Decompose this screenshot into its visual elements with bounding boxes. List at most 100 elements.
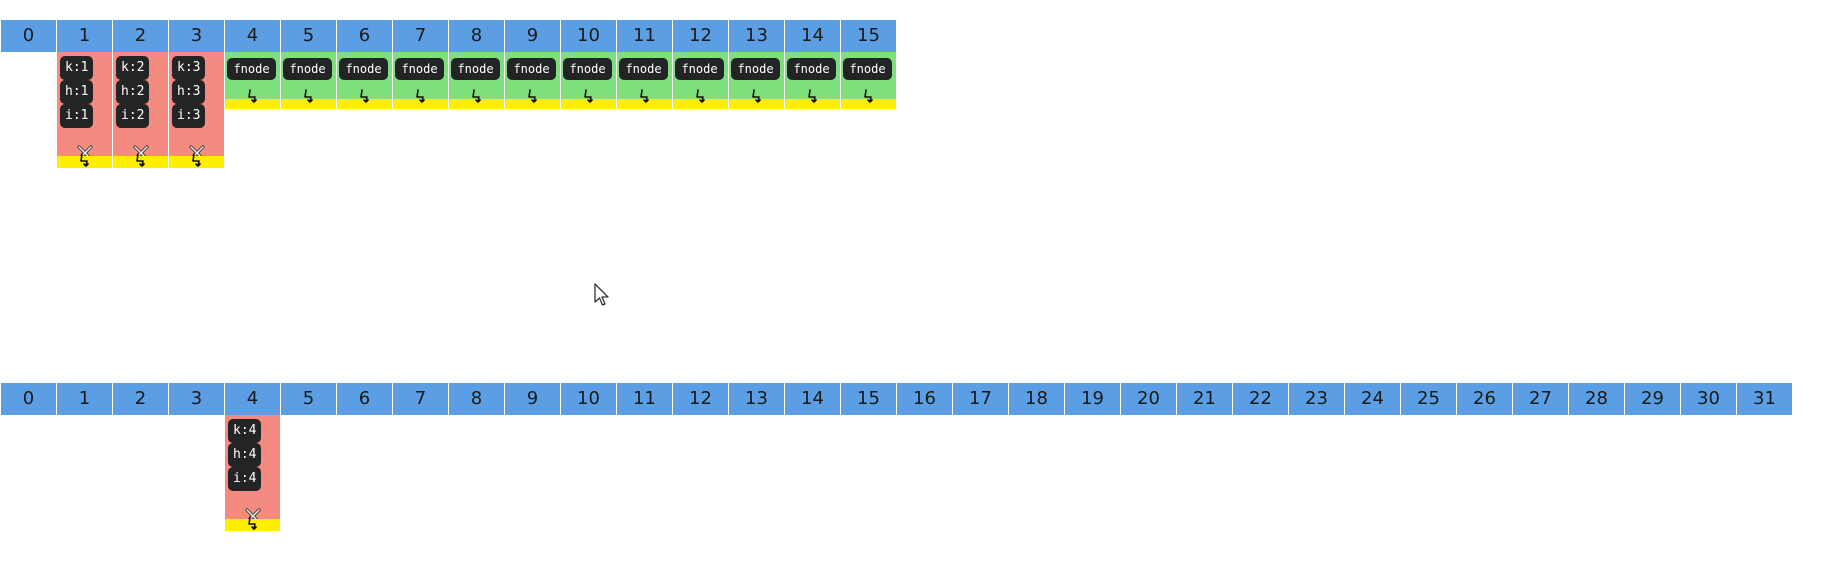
index-cell: 15 (841, 383, 896, 415)
hash-chip: h:3 (172, 80, 206, 104)
index-cell: 21 (1177, 383, 1232, 415)
index-cell: 6 (337, 383, 392, 415)
index-cell: 19 (1065, 383, 1120, 415)
forwarding-node-bucket: fnode (505, 52, 560, 109)
index-cell: 27 (1513, 383, 1568, 415)
bolt-icon (136, 153, 145, 167)
index-cell: 14 (785, 20, 840, 52)
index-cell: 11 (617, 20, 672, 52)
bucket-footer (113, 156, 168, 168)
hash-chip: h:4 (228, 443, 262, 467)
index-cell: 2 (113, 20, 168, 52)
bolt-icon (416, 89, 425, 103)
forwarding-node-bucket: fnode (841, 52, 896, 109)
index-cell: 14 (785, 383, 840, 415)
bucket-footer (785, 99, 840, 109)
index-cell: 1 (57, 383, 112, 415)
fnode-chip: fnode (283, 58, 332, 80)
index-cell: 10 (561, 383, 616, 415)
bucket-footer (393, 99, 448, 109)
fnode-chip: fnode (395, 58, 444, 80)
index-cell: 10 (561, 20, 616, 52)
fnode-chip: fnode (843, 58, 892, 80)
bolt-icon (360, 89, 369, 103)
index-cell: 4 (225, 20, 280, 52)
hash-chip: h:2 (116, 80, 150, 104)
index-cell: 25 (1401, 383, 1456, 415)
bolt-icon (808, 89, 817, 103)
forwarding-node-bucket: fnode (393, 52, 448, 109)
bolt-icon (584, 89, 593, 103)
index-cell: 4 (225, 383, 280, 415)
fnode-chip: fnode (563, 58, 612, 80)
fnode-chip: fnode (451, 58, 500, 80)
fnode-chip: fnode (507, 58, 556, 80)
index-cell: 12 (673, 20, 728, 52)
index-cell: 13 (729, 20, 784, 52)
bolt-icon (248, 89, 257, 103)
key-chip: k:1 (60, 56, 94, 80)
key-chip: k:3 (172, 56, 206, 80)
index-cell: 28 (1569, 383, 1624, 415)
forwarding-node-bucket: fnode (673, 52, 728, 109)
index-cell: 3 (169, 20, 224, 52)
fnode-chip: fnode (731, 58, 780, 80)
bucket-footer (841, 99, 896, 109)
index-cell: 15 (841, 20, 896, 52)
bucket-footer (225, 99, 280, 109)
index-cell: 9 (505, 383, 560, 415)
index-cell: 5 (281, 20, 336, 52)
bucket-footer (225, 519, 280, 531)
index-cell: 5 (281, 383, 336, 415)
index-cell: 8 (449, 20, 504, 52)
forwarding-node-bucket: fnode (225, 52, 280, 109)
index-cell: 17 (953, 383, 1008, 415)
fnode-chip: fnode (787, 58, 836, 80)
bolt-icon (248, 516, 257, 530)
index-cell: 7 (393, 383, 448, 415)
bolt-icon (304, 89, 313, 103)
index-cell: 20 (1121, 383, 1176, 415)
bucket-footer (617, 99, 672, 109)
mouse-cursor-icon (594, 283, 609, 306)
index-cell: 31 (1737, 383, 1792, 415)
fnode-chip: fnode (675, 58, 724, 80)
forwarding-node-bucket: fnode (617, 52, 672, 109)
index-cell: 2 (113, 383, 168, 415)
key-chip: k:4 (228, 419, 262, 443)
index-cell: 12 (673, 383, 728, 415)
index-cell: 23 (1289, 383, 1344, 415)
index-cell: 3 (169, 383, 224, 415)
key-chip: k:2 (116, 56, 150, 80)
index-cell: 11 (617, 383, 672, 415)
index-cell: 9 (505, 20, 560, 52)
bolt-icon (80, 153, 89, 167)
forwarding-node-bucket: fnode (561, 52, 616, 109)
bucket-footer (449, 99, 504, 109)
index-cell: 22 (1233, 383, 1288, 415)
bolt-icon (864, 89, 873, 103)
bucket-footer (57, 156, 112, 168)
item-chip: i:1 (60, 104, 94, 128)
forwarding-node-bucket: fnode (449, 52, 504, 109)
bucket-footer (673, 99, 728, 109)
bolt-icon (752, 89, 761, 103)
forwarding-node-bucket: fnode (785, 52, 840, 109)
forwarding-node-bucket: fnode (337, 52, 392, 109)
bolt-icon (696, 89, 705, 103)
item-chip: i:3 (172, 104, 206, 128)
bucket-footer (561, 99, 616, 109)
index-cell: 29 (1625, 383, 1680, 415)
index-cell: 7 (393, 20, 448, 52)
index-cell: 26 (1457, 383, 1512, 415)
fnode-chip: fnode (619, 58, 668, 80)
bucket-footer (281, 99, 336, 109)
bolt-icon (528, 89, 537, 103)
index-cell: 8 (449, 383, 504, 415)
bucket-footer (169, 156, 224, 168)
